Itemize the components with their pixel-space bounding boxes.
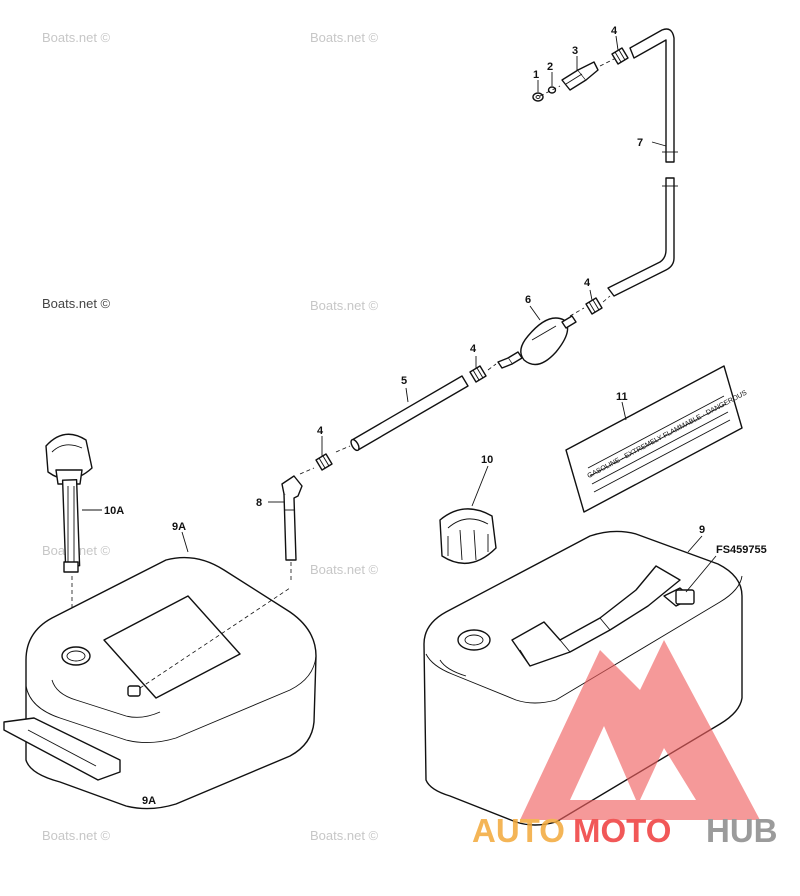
part-7-fuel-hose[interactable] [607,28,678,297]
assembly-line [569,295,611,317]
callout-6: 6 [525,294,531,306]
watermark-text: Boats.net © [310,562,379,577]
part-4-hose-clamp[interactable] [611,47,629,65]
watermark-text: Boats.net © [310,298,379,313]
callout-4: 4 [584,277,591,289]
watermark-text: Boats.net © [310,30,379,45]
callout-4: 4 [317,425,324,437]
part-10-filler-cap[interactable] [439,508,497,565]
part-5-hose[interactable] [349,375,469,452]
callout-9: 9 [699,524,705,536]
assembly-line [487,363,497,371]
part-6-primer-bulb[interactable] [497,315,577,369]
callout-8: 8 [256,497,262,509]
part-3-connector[interactable] [561,61,599,91]
callout-7: 7 [637,137,643,149]
assembly-line [139,587,291,689]
part-9-fuel-tank[interactable] [423,530,743,826]
part-11-warning-decal[interactable]: GASOLINE · EXTREMELY FLAMMABLE · DANGERO… [565,365,748,513]
callout-5: 5 [401,375,407,387]
callout-11: 11 [616,391,628,403]
assembly-line [335,445,351,453]
part-4-hose-clamp[interactable] [585,297,603,315]
callouts: 1 2 3 4 7 4 6 4 5 4 11 10 8 10A 9A 9 FS4 [82,25,767,807]
callout-4: 4 [470,343,477,355]
automotohub-logo: AUTO MOTO HUB [472,640,778,849]
part-4-hose-clamp[interactable] [469,365,487,383]
callout-1: 1 [533,69,539,81]
watermark-text: Boats.net © [42,296,111,311]
logo-triangle-icon [520,640,760,820]
callout-2: 2 [547,61,553,73]
watermark-text: Boats.net © [42,828,111,843]
callout-9a: 9A [172,521,186,533]
part-10a-filler-cap-with-gauge[interactable] [45,433,93,573]
part-2-ring[interactable] [547,86,557,94]
part-9a-fuel-tank[interactable] [3,556,317,810]
assembly-line [299,467,315,475]
watermark-text: Boats.net © [310,828,379,843]
logo-text-auto: AUTO [472,812,565,849]
callout-4: 4 [611,25,618,37]
part-8-pickup-tube[interactable] [281,475,303,561]
watermarks: Boats.net © Boats.net © Boats.net © Boat… [42,30,649,843]
part-1-o-ring[interactable] [532,92,544,102]
callout-3: 3 [572,45,578,57]
callout-9a: 9A [142,795,156,807]
assembly-line [539,57,617,97]
callout-10a: 10A [104,505,124,517]
logo-text-hub: HUB [706,812,778,849]
part-4-hose-clamp[interactable] [315,453,333,471]
callout-10: 10 [481,454,493,466]
logo-text-moto: MOTO [573,812,671,849]
part-number-label: FS459755 [716,544,767,556]
watermark-text: Boats.net © [42,30,111,45]
